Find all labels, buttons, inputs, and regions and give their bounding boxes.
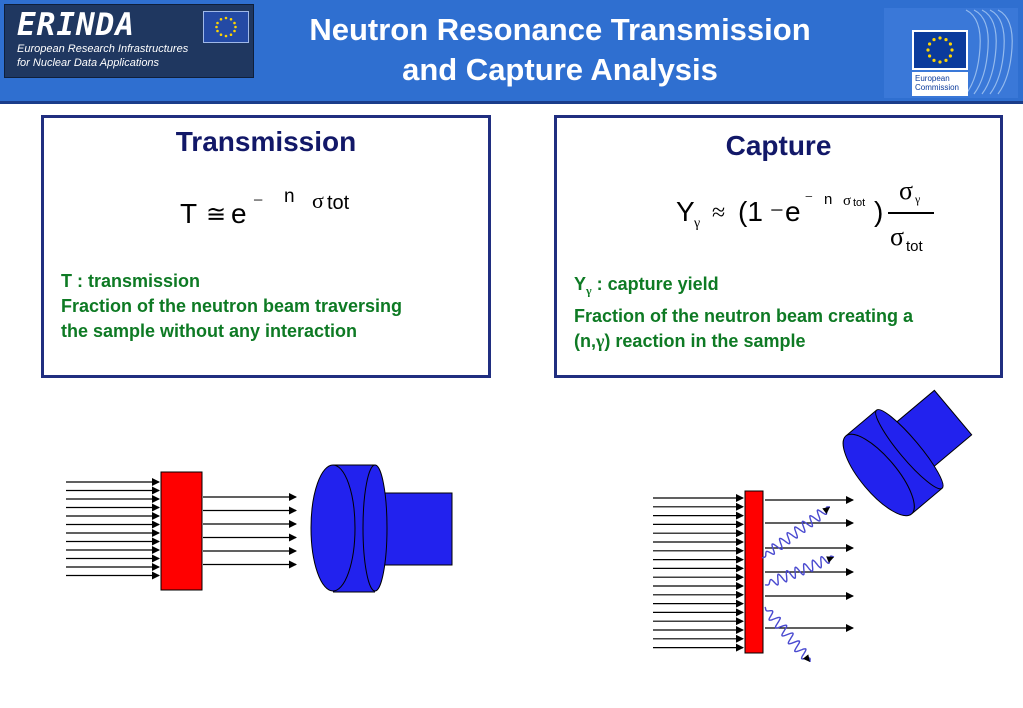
eq-numerator-gamma: γ bbox=[915, 192, 921, 206]
transmission-title: Transmission bbox=[175, 126, 357, 157]
logo-subtitle-line2: for Nuclear Data Applications bbox=[17, 57, 160, 69]
erinda-logo[interactable]: ERINDA European Research Infrastructures… bbox=[4, 4, 254, 78]
gamma-ray-middle-head bbox=[826, 556, 834, 563]
capture-diagram bbox=[653, 389, 973, 662]
gamma-ray-middle bbox=[764, 555, 835, 586]
eq-e: e bbox=[785, 196, 801, 227]
sample-block bbox=[160, 471, 203, 591]
page-title: Neutron Resonance Transmission and Captu… bbox=[260, 10, 860, 90]
capture-description: Yγ : capture yield Fraction of the neutr… bbox=[574, 272, 913, 354]
transmission-panel: Transmission T ≅ e − n σ tot T : transmi… bbox=[41, 115, 491, 378]
capture-detector-top-edge bbox=[845, 409, 877, 437]
eq-sigma: σ bbox=[312, 188, 324, 213]
logo-subtitle-line1: European Research Infrastructures bbox=[17, 43, 189, 55]
eq-n: n bbox=[284, 186, 295, 207]
eq-denominator-tot: tot bbox=[906, 238, 923, 255]
capture-desc-line3-a: (n, bbox=[574, 330, 596, 351]
eq-open-paren: (1 bbox=[738, 196, 763, 227]
transmission-description: T : transmission Fraction of the neutron… bbox=[61, 269, 402, 344]
header-banner: ERINDA European Research Infrastructures… bbox=[0, 0, 1023, 104]
eq-T: T bbox=[180, 198, 198, 229]
ec-label: European Commission bbox=[915, 74, 959, 92]
eq-numerator-sigma: σ bbox=[899, 176, 914, 205]
transmission-desc-line1: T : transmission bbox=[61, 271, 201, 291]
page-title-line1: Neutron Resonance Transmission bbox=[309, 12, 811, 47]
capture-panel: Capture Y γ ≈ (1 − e − n σ tot ) σ γ σ t… bbox=[554, 115, 1003, 378]
eq-approx-symbol: ≈ bbox=[712, 200, 726, 226]
ec-label-line2: Commission bbox=[915, 83, 960, 92]
detector-cylinder-face bbox=[310, 464, 356, 592]
capture-desc-gamma: γ bbox=[586, 283, 592, 298]
eq-fraction-bar bbox=[888, 212, 934, 214]
gamma-ray-upper bbox=[761, 506, 830, 559]
transmission-desc-line2: Fraction of the neutron beam traversing bbox=[61, 296, 403, 316]
eq-close-paren: ) bbox=[874, 196, 884, 227]
transmission-desc-line3: the sample without any interaction bbox=[61, 321, 358, 341]
eq-minus-exponent: − bbox=[805, 190, 813, 205]
sample-plate bbox=[744, 490, 764, 654]
capture-detector-back bbox=[875, 409, 944, 490]
gamma-ray-upper-head bbox=[822, 507, 830, 514]
capture-detector-face bbox=[842, 433, 915, 517]
capture-desc-line3-gamma: γ bbox=[596, 330, 605, 351]
detector-cylinder-back bbox=[362, 464, 388, 592]
capture-detector bbox=[842, 389, 973, 517]
eq-minus: − bbox=[770, 198, 784, 224]
capture-desc-line2: Fraction of the neutron beam creating a bbox=[574, 305, 914, 326]
eq-e: e bbox=[231, 198, 247, 229]
eq-approx-symbol: ≅ bbox=[206, 202, 227, 228]
eq-n: n bbox=[824, 191, 833, 208]
detector-body bbox=[374, 492, 453, 566]
eq-Y-gamma: γ bbox=[694, 216, 701, 231]
capture-desc-line3: (n,γ) reaction in the sample bbox=[574, 329, 913, 354]
logo-name: ERINDA bbox=[17, 7, 135, 43]
eq-Y: Y bbox=[676, 196, 695, 227]
capture-detector-cylinder-side bbox=[845, 410, 943, 515]
capture-title: Capture bbox=[725, 130, 832, 161]
eq-denominator-sigma: σ bbox=[890, 222, 905, 251]
capture-desc-line1-rest: : capture yield bbox=[591, 274, 719, 294]
european-commission-logo[interactable]: European Commission bbox=[884, 8, 1018, 98]
gamma-ray-lower-head bbox=[802, 654, 810, 662]
capture-desc-line3-b: ) reaction in the sample bbox=[604, 330, 806, 351]
eq-minus: − bbox=[253, 190, 264, 210]
page-title-line2: and Capture Analysis bbox=[402, 52, 718, 87]
eu-flag-icon bbox=[203, 11, 249, 43]
eq-tot-exponent: tot bbox=[853, 197, 866, 209]
capture-desc-Y: Y bbox=[574, 274, 587, 294]
eq-tot: tot bbox=[327, 192, 350, 214]
transmission-diagram bbox=[66, 464, 453, 593]
ec-label-line1: European bbox=[915, 74, 950, 83]
capture-detector-bottom-edge bbox=[911, 487, 943, 515]
gamma-ray-lower bbox=[764, 606, 811, 662]
eq-sigma-exponent: σ bbox=[843, 193, 852, 209]
capture-desc-line1: Yγ : capture yield bbox=[574, 272, 913, 304]
